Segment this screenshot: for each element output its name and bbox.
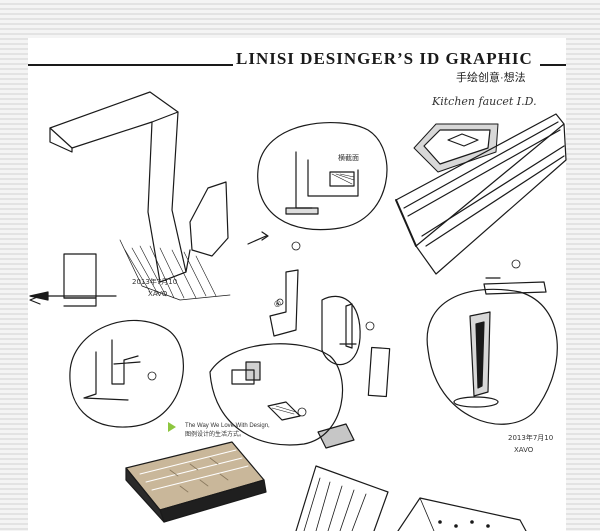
tagline-line-1: The Way We Love With Design, [185, 423, 270, 429]
handwritten-note: Kitchen faucet I.D. [432, 95, 537, 108]
faucet-sketch-large [49, 91, 231, 301]
header-rule-right [540, 64, 566, 66]
header-rule-left [28, 64, 233, 66]
drain-tray-sketch [125, 441, 267, 523]
dish-rack-sketch [395, 113, 567, 275]
signature-name-1: XAVO [148, 290, 168, 298]
page-subtitle: 手绘创意·想法 [456, 72, 526, 84]
faucet-sketch-small [269, 269, 299, 337]
tagline-line-2: 图例设计的生活方式。 [185, 432, 246, 438]
tagline: The Way We Love With Design, 图例设计的生活方式。 [185, 422, 270, 440]
faucet-sketch-group-bottom [209, 343, 355, 449]
faucet-sketch-circle-2 [69, 320, 184, 428]
signature-date-2: 2013年7月10 [508, 433, 553, 442]
signature-date-1: 2013年7月10 [132, 277, 177, 286]
faucet-sketch-circle-3 [426, 259, 558, 425]
annotation-mark: @ [274, 300, 281, 308]
annotation-section: 横截面 [338, 153, 359, 162]
cup-holder-sketch [29, 253, 117, 307]
grille-panel-sketch [295, 465, 527, 531]
play-arrow-icon [168, 422, 176, 432]
page-title: LINISI DESINGER’S ID GRAPHIC [236, 49, 533, 68]
faucet-sketch-column [321, 295, 391, 398]
sink-rack-sketch [413, 123, 499, 173]
faucet-sketch-circle-1 [247, 121, 388, 251]
signature-name-2: XAVO [514, 446, 534, 454]
